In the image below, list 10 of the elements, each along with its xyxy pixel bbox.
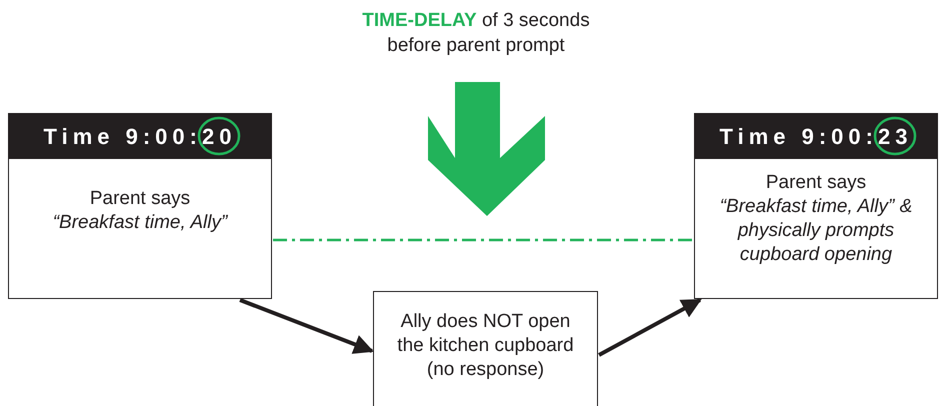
arrow: [598, 298, 702, 357]
arrow: [239, 298, 374, 354]
process-box: [373, 291, 598, 406]
note-card: [8, 113, 272, 299]
annotation-text: TIME-DELAY of 3 seconds before parent prompt: [361, 9, 591, 58]
dash-dot-line: [273, 238, 693, 242]
node-text: Parent says “Breakfast time, Ally” & physically prompts cupboard opening: [718, 171, 914, 267]
note-card: [694, 113, 938, 299]
node-text: Ally does NOT open the kitchen cupboard (no response): [396, 310, 575, 382]
node-text: Parent says “Breakfast time, Ally”: [52, 187, 229, 235]
